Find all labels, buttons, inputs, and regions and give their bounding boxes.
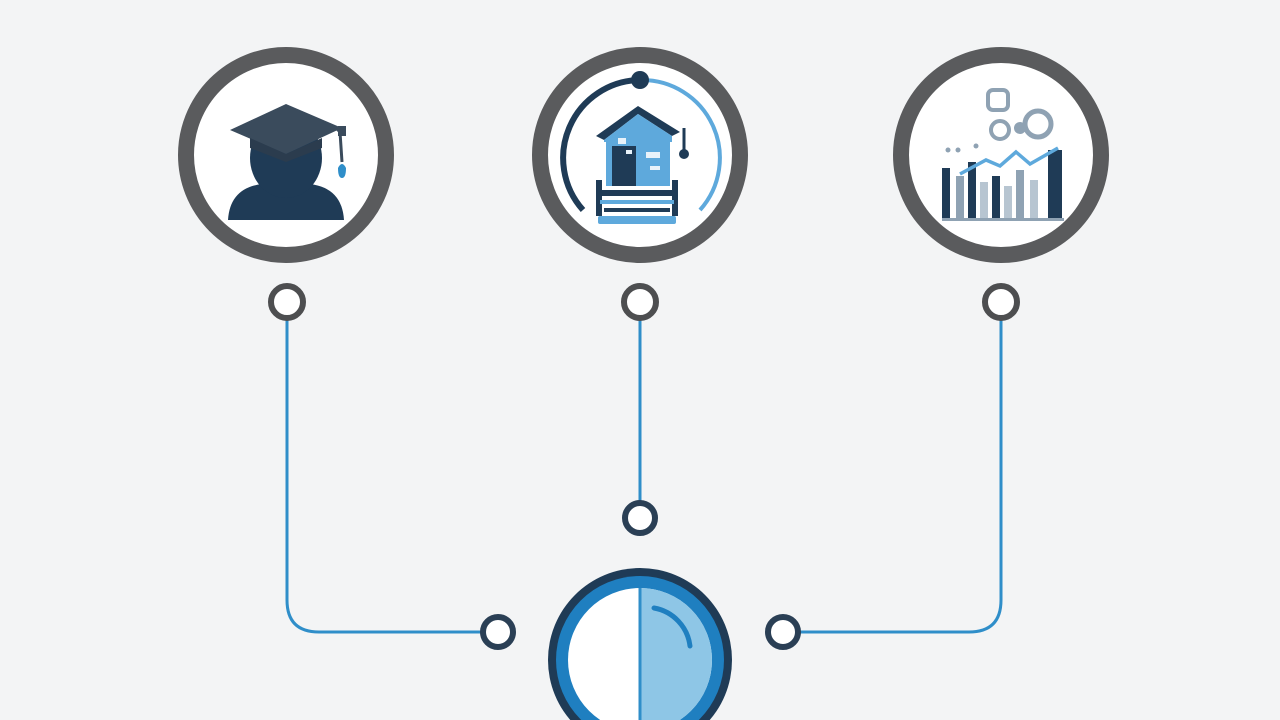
hub-node xyxy=(548,568,732,720)
junction-right-bottom xyxy=(765,614,801,650)
junction-left-top xyxy=(268,283,306,321)
node-analytics xyxy=(893,47,1109,263)
junction-nodes xyxy=(268,283,1020,650)
junction-center-top xyxy=(621,283,659,321)
connector-right xyxy=(798,318,1003,634)
connector-left xyxy=(285,318,484,634)
junction-right-top xyxy=(982,283,1020,321)
graduate-icon xyxy=(228,104,346,220)
half-circle-lens-icon xyxy=(638,588,712,720)
analytics-chart-icon xyxy=(942,88,1064,221)
school-building-icon xyxy=(560,71,722,224)
connectors xyxy=(285,318,1003,634)
node-graduate xyxy=(178,47,394,263)
junction-left-bottom xyxy=(480,614,516,650)
node-school xyxy=(532,47,748,263)
junction-center-bottom xyxy=(622,500,658,536)
